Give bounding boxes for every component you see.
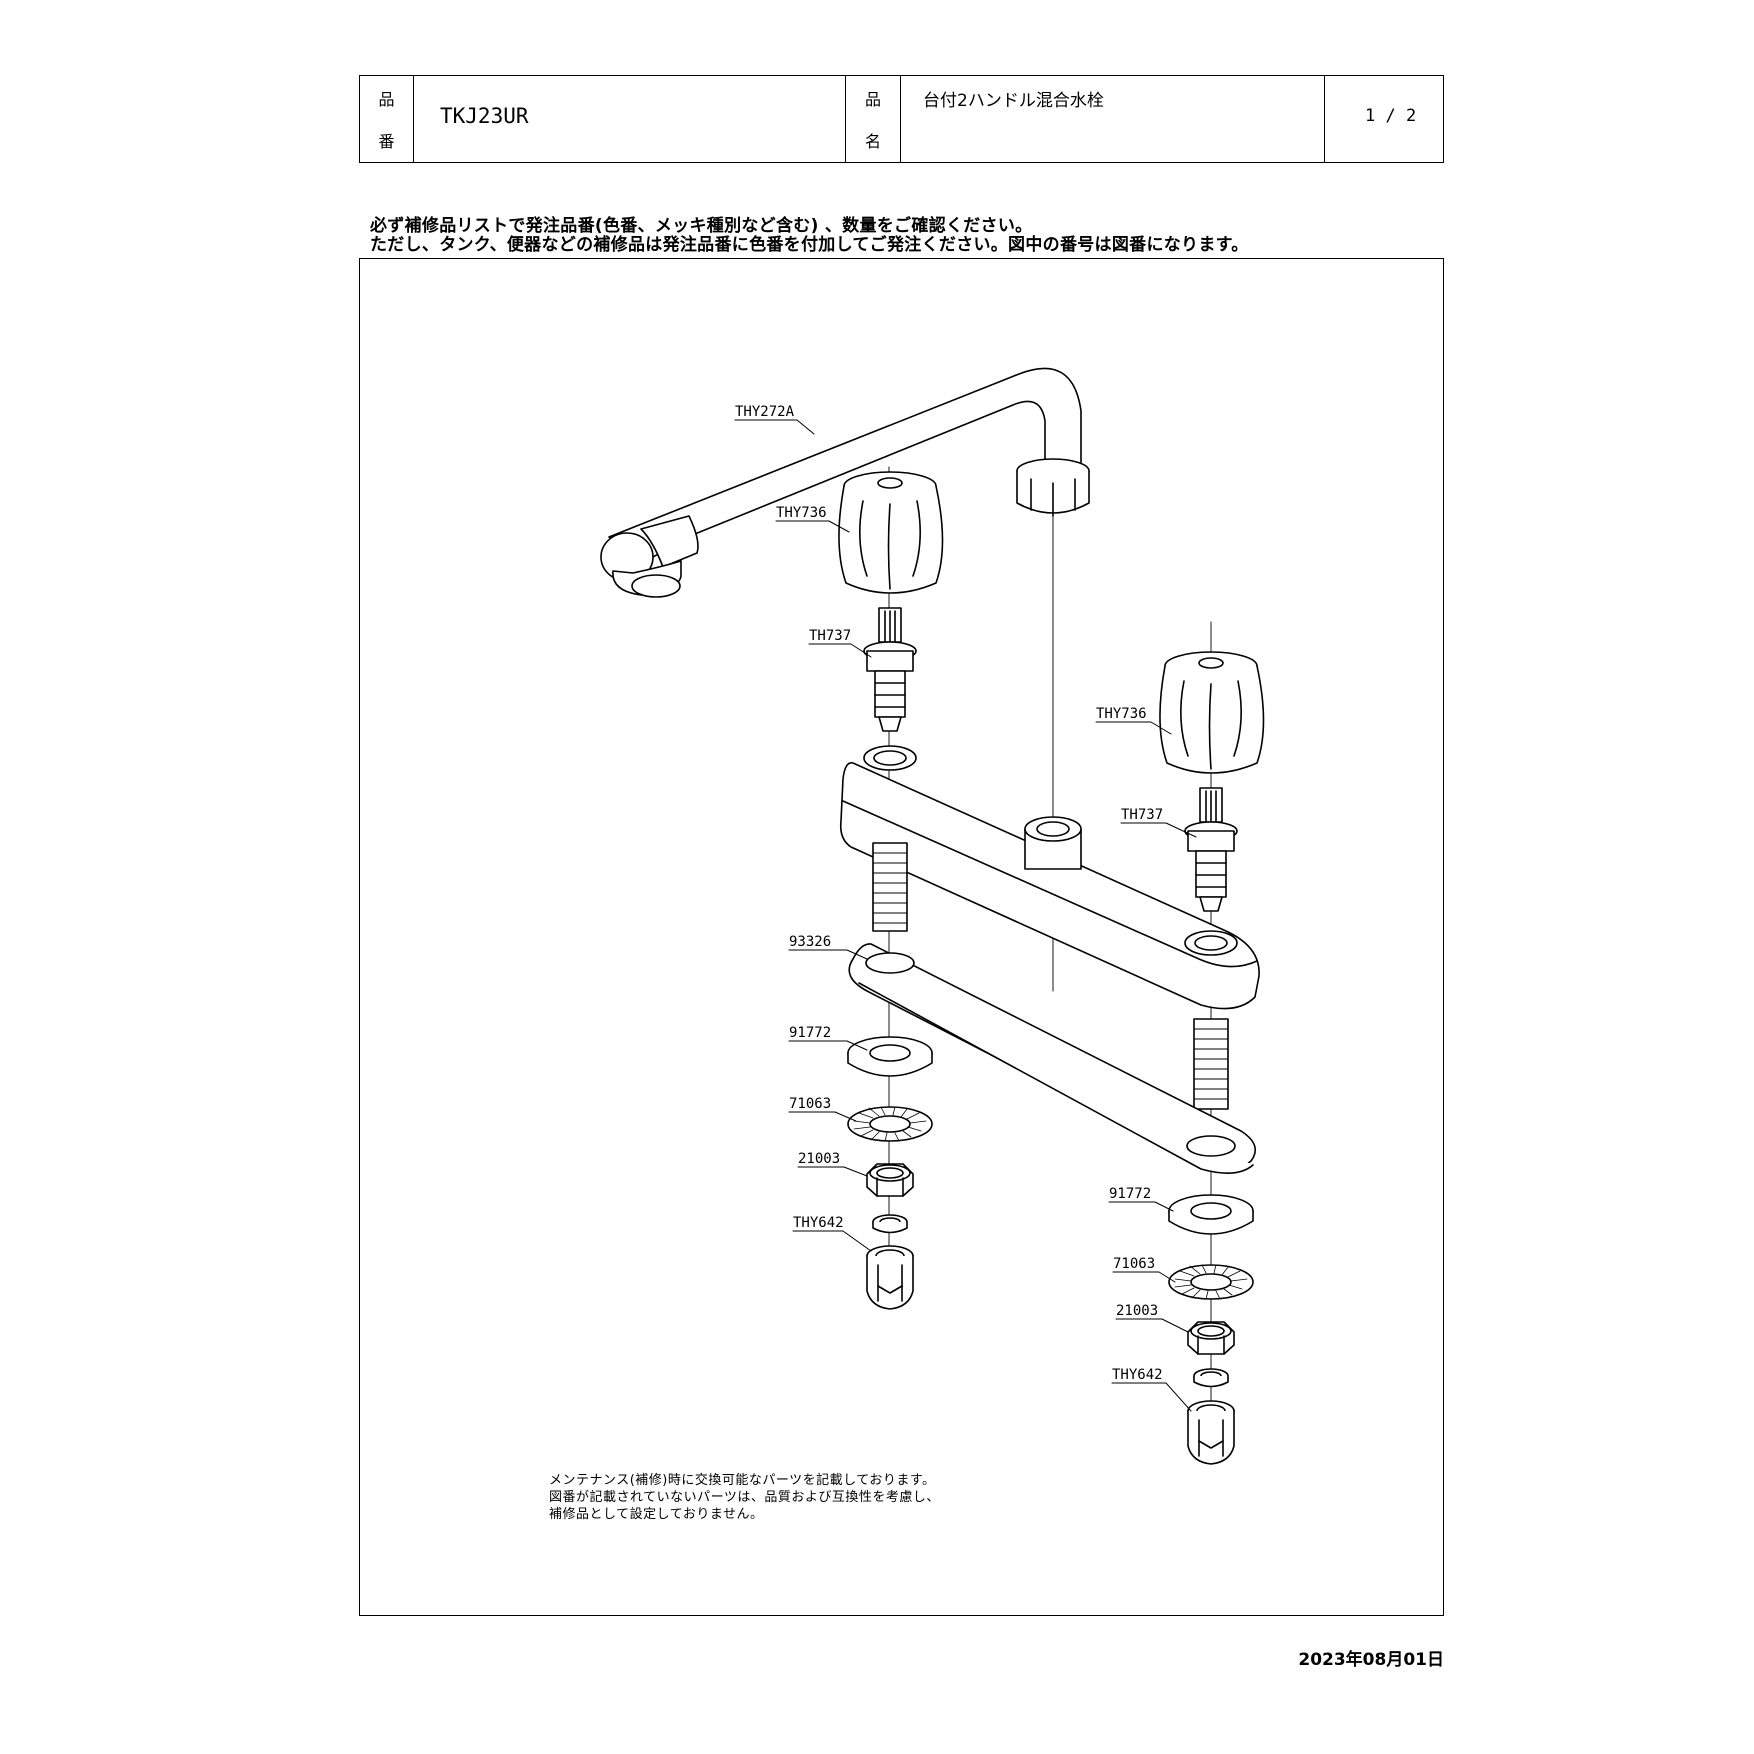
spout-nut-part	[1016, 458, 1090, 517]
notice-line-1: 必ず補修品リストで発注品番(色番、メッキ種別など含む) 、数量をご確認ください。	[370, 216, 1033, 236]
header-table: 品 番 TKJ23UR 品 名 台付2ハンドル混合水栓 1 / 2	[359, 75, 1444, 163]
product-name-cell: 台付2ハンドル混合水栓	[901, 76, 1325, 162]
part-number: TKJ23UR	[440, 104, 529, 128]
product-name-label-cell: 品 名	[846, 76, 901, 162]
exploded-diagram-frame: THY272A THY736 TH737 THY736 TH737 93326 …	[359, 258, 1444, 1616]
gasket-plate-part	[848, 943, 1257, 1174]
spout-part	[600, 367, 1082, 598]
packing-right-part	[1193, 1368, 1229, 1388]
faucet-body-part	[839, 745, 1260, 1110]
product-name: 台付2ハンドル混合水栓	[923, 91, 1104, 111]
label-packing-left: THY642	[793, 1215, 844, 1231]
notice-line-2: ただし、タンク、便器などの補修品は発注品番に色番を付加してご発注ください。図中の…	[370, 235, 1249, 255]
cartridge-right-part	[1184, 787, 1238, 912]
label-packing-right: THY642	[1112, 1367, 1163, 1383]
issue-date: 2023年08月01日	[1298, 1650, 1444, 1670]
packing-left-part	[872, 1214, 908, 1234]
label-nut-right: 21003	[1116, 1303, 1158, 1319]
label-cartridge-right: TH737	[1121, 807, 1163, 823]
exploded-diagram: THY272A THY736 TH737 THY736 TH737 93326 …	[600, 367, 1265, 1465]
label-lock-washer-left: 71063	[789, 1096, 831, 1112]
washer-left-part	[847, 1036, 933, 1077]
part-number-label-2: 番	[378, 132, 395, 151]
part-number-label-1: 品	[378, 90, 395, 109]
footnote-line-2: 図番が記載されていないパーツは、品質および互換性を考慮し、	[549, 1490, 940, 1505]
nut-left-part	[866, 1163, 914, 1197]
label-handle-left: THY736	[776, 505, 827, 521]
washer-right-part	[1168, 1194, 1254, 1235]
footnote-line-1: メンテナンス(補修)時に交換可能なパーツを記載しております。	[549, 1473, 936, 1488]
label-spout: THY272A	[735, 404, 795, 420]
page-number: 1 / 2	[1365, 106, 1417, 126]
page-cell: 1 / 2	[1325, 76, 1443, 162]
cartridge-left-part	[863, 607, 917, 732]
label-handle-right: THY736	[1096, 706, 1147, 722]
product-name-label-2: 名	[864, 132, 881, 151]
union-nut-right-part	[1187, 1400, 1235, 1465]
leader-lines	[734, 419, 1197, 1412]
footnote-line-3: 補修品として設定しておりません。	[549, 1507, 764, 1522]
part-number-cell: TKJ23UR	[414, 76, 846, 162]
label-gasket-plate: 93326	[789, 934, 831, 950]
lock-washer-right-part	[1168, 1264, 1254, 1300]
lock-washer-left-part	[847, 1106, 933, 1142]
nut-right-part	[1187, 1321, 1235, 1355]
label-lock-washer-right: 71063	[1113, 1256, 1155, 1272]
handle-left-part	[838, 471, 944, 594]
union-nut-left-part	[866, 1245, 914, 1310]
label-nut-left: 21003	[798, 1151, 840, 1167]
label-washer-left: 91772	[789, 1025, 831, 1041]
label-washer-right: 91772	[1109, 1186, 1151, 1202]
part-number-label-cell: 品 番	[360, 76, 414, 162]
product-name-label-1: 品	[864, 90, 881, 109]
label-cartridge-left: TH737	[809, 628, 851, 644]
handle-right-part	[1159, 651, 1265, 774]
